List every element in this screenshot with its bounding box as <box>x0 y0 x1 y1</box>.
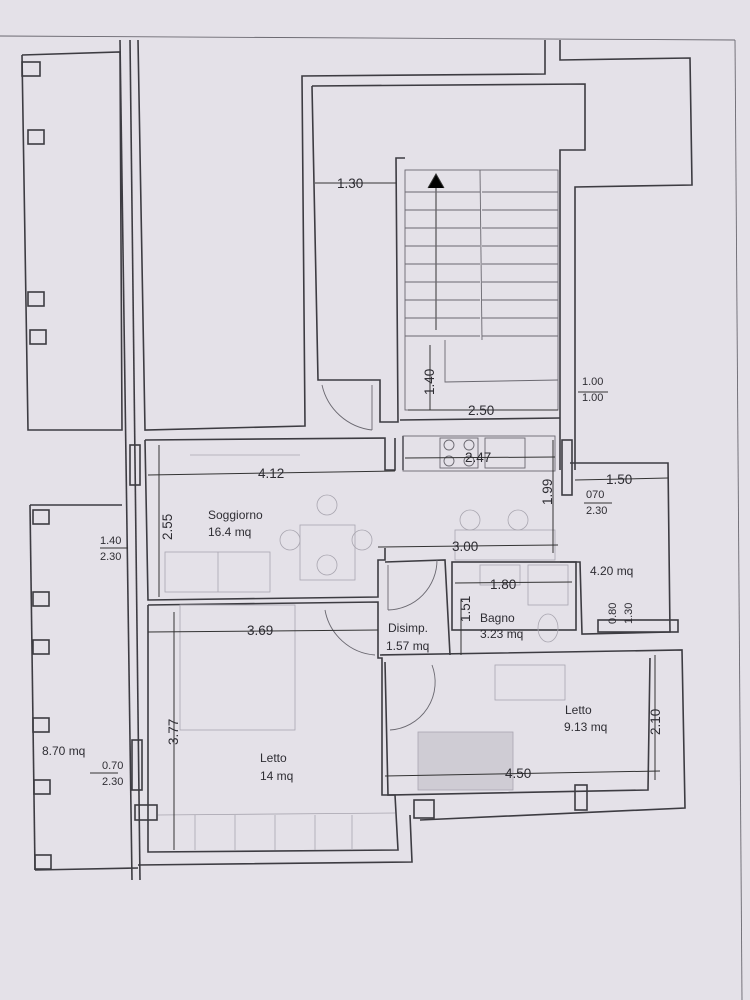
letto2-label: Letto <box>565 703 592 717</box>
letto1-area: 14 mq <box>260 769 293 783</box>
paper-border <box>0 35 743 1000</box>
dim-letto1-width: 3.69 <box>247 623 273 638</box>
dim-kitchen-width: 2.47 <box>465 450 491 465</box>
dim-window-stair-w: 1.00 <box>582 376 603 388</box>
dim-window-balc-w: 0.70 <box>102 760 123 772</box>
dim-window-balc-h: 2.30 <box>102 776 123 788</box>
dim-letto2-depth: 2.10 <box>648 709 663 735</box>
small-room-area: 4.20 mq <box>590 564 633 578</box>
kitchen <box>402 435 556 561</box>
dim-window-small-w: 070 <box>586 489 604 501</box>
letto-1 <box>134 601 413 866</box>
dim-stair-height: 1.40 <box>422 369 437 395</box>
dim-soggiorno-width: 4.12 <box>258 466 284 481</box>
soggiorno-walls <box>144 437 396 601</box>
letto2-area: 9.13 mq <box>564 720 607 734</box>
small-room <box>560 439 679 635</box>
dim-stair-landing: 1.30 <box>337 176 363 191</box>
dim-window-small2-w: 0.80 <box>607 603 619 624</box>
soggiorno-area: 16.4 mq <box>208 525 251 539</box>
dim-bagno-depth: 1.51 <box>458 596 473 622</box>
dim-letto1-depth: 3.77 <box>166 719 181 745</box>
left-wall <box>119 39 143 881</box>
disimp-area: 1.57 mq <box>386 639 429 653</box>
bagno-label: Bagno <box>480 611 515 625</box>
disimpegno-bagno <box>384 559 577 656</box>
dim-kitchen-depth: 1.99 <box>540 479 555 505</box>
dim-window-small2-h: 1.30 <box>623 603 635 624</box>
dim-stair-width: 2.50 <box>468 403 494 418</box>
room-labels: Soggiorno 16.4 mq Disimp. 1.57 mq Bagno … <box>42 508 633 783</box>
dim-window-left-h: 2.30 <box>100 551 121 563</box>
disimp-label: Disimp. <box>388 621 428 635</box>
dim-small-room-width: 1.50 <box>606 472 632 487</box>
dim-soggiorno-depth: 2.55 <box>160 514 175 540</box>
dim-window-small-h: 2.30 <box>586 505 607 517</box>
dim-letto2-width: 4.50 <box>505 766 531 781</box>
letto-2 <box>379 649 686 821</box>
balcony-top-left <box>21 51 123 431</box>
dimension-lines <box>90 182 669 850</box>
dim-living-span: 3.00 <box>452 539 478 554</box>
letto1-label: Letto <box>260 751 287 765</box>
bagno-area: 3.23 mq <box>480 627 523 641</box>
soggiorno-label: Soggiorno <box>208 508 263 522</box>
dimension-labels: 1.30 2.50 1.40 1.00 1.00 2.47 4.12 2.55 … <box>100 176 663 788</box>
balcony-area: 8.70 mq <box>42 744 85 758</box>
dim-bagno-width: 1.80 <box>490 577 516 592</box>
balcony-bottom-left <box>29 504 139 871</box>
stair-core-walls <box>137 39 693 470</box>
dim-window-left-w: 1.40 <box>100 535 121 547</box>
dim-window-stair-h: 1.00 <box>582 392 603 404</box>
